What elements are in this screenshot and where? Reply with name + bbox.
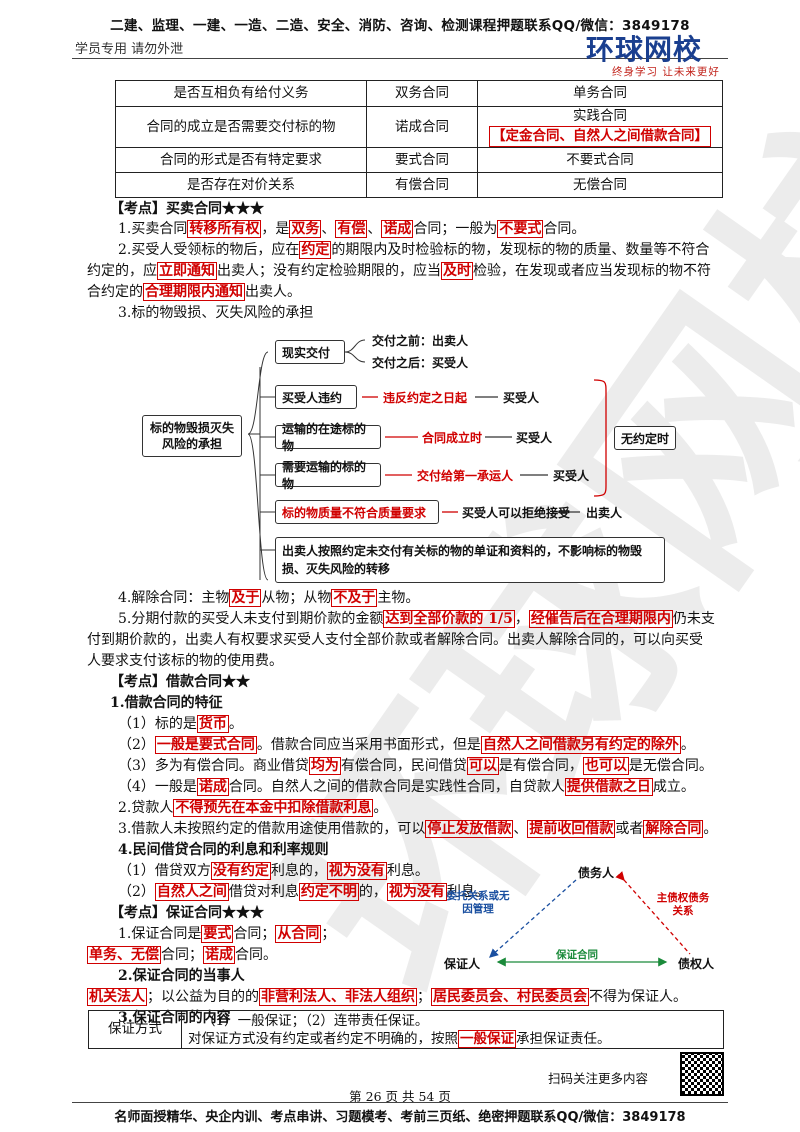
loan-l3: （3）多为有偿合同。商业借贷均为有偿合同，民间借贷可以是有偿合同，也可以是无偿合… (118, 757, 713, 775)
loan-l2: （2）一般是要式合同。借款合同应当采用书面形式，但是自然人之间借款另有约定的除外… (118, 736, 695, 754)
risk-diagram: 标的物毁损灭失风险的承担 现实交付 交付之前：出卖人 交付之后：买受人 买受人违… (140, 322, 676, 587)
table-cell: 是否互相负有给付义务 (115, 80, 367, 107)
sale-p2-line1: 2.买受人受领标的物后，应在约定的期限内及时检验标的物，发现标的物的质量、数量等… (118, 241, 710, 259)
loan-l4: （4）一般是诺成合同。自然人之间的借款合同是实践性合同，自贷款人提供借款之日成立… (118, 778, 695, 796)
header-contact: 二建、监理、一建、一造、二造、安全、消防、咨询、检测课程押题联系QQ/微信：38… (110, 18, 690, 34)
guarantee-g3: 机关法人；以公益为目的的非营利法人、非法人组织；居民委员会、村民委员会不得为保证… (87, 988, 687, 1006)
scan-prompt: 扫码关注更多内容 (548, 1071, 649, 1086)
triangle-arrows (489, 871, 691, 967)
guarantee-sub2: 2.保证合同的当事人 (118, 968, 245, 984)
diagram-breach-date: 违反约定之日起 (383, 391, 468, 405)
qr-code-icon[interactable] (680, 1052, 724, 1096)
sale-p5-line3: 人要求支付该标的物的使用费。 (87, 653, 283, 669)
table-cell: 实践合同 【定金合同、自然人之间借款合同】 (477, 106, 723, 148)
diagram-before: 交付之前：出卖人 (372, 334, 469, 348)
diagram-no-agreement: 无约定时 (614, 426, 676, 450)
diagram-root: 标的物毁损灭失风险的承担 (142, 415, 242, 457)
diagram-needs-transport: 需要运输的标的物 (275, 460, 381, 491)
triangle-right-label: 主债权债务关系 (656, 892, 710, 917)
guarantee-method-table: 保证方式 （1）一般保证；（2）连带责任保证。 对保证方式没有约定或者约定不明确… (88, 1010, 724, 1049)
loan-r2: （2）自然人之间借贷对利息约定不明的，视为没有利息。 (118, 883, 489, 901)
table-cell: 不要式合同 (477, 147, 723, 173)
sale-p2-line3: 合约定的合理期限内通知出卖人。 (87, 283, 301, 301)
diagram-connectors (247, 339, 607, 581)
loan-r1: （1）借贷双方没有约定利息的，视为没有利息。 (118, 862, 429, 880)
diagram-r3-party: 买受人 (553, 469, 590, 483)
loan-l1: （1）标的是货币。 (118, 715, 243, 733)
method-line1: （1）一般保证；（2）连带责任保证。 (202, 1012, 429, 1029)
page-number: 第 26 页 共 54 页 (349, 1089, 451, 1104)
diagram-r2-party: 买受人 (516, 431, 553, 445)
diagram-quality-issue: 标的物质量不符合质量要求 (275, 500, 439, 524)
sale-p5-line1: 5.分期付款的买受人未支付到期价款的金额达到全部价款的 1/5，经催告后在合理期… (118, 610, 715, 628)
logo-slogan: 终身学习 让未来更好 (612, 66, 720, 78)
diagram-first-carrier: 交付给第一承运人 (417, 469, 514, 483)
sale-p1: 1.买卖合同转移所有权，是双务、有偿、诺成合同；一般为不要式合同。 (118, 220, 586, 238)
table-cell: 合同的形式是否有特定要求 (115, 147, 367, 173)
sale-p4: 4.解除合同：主物及于从物；从物不及于主物。 (118, 589, 420, 607)
loan-sub4: 4.民间借贷合同的利息和利率规则 (118, 842, 329, 858)
table-cell: 诺成合同 (366, 106, 478, 148)
brand-logo: 环球网校 终身学习 让未来更好 (582, 28, 732, 78)
diagram-after: 交付之后：买受人 (372, 356, 469, 370)
table-cell: 无偿合同 (477, 172, 723, 198)
table-cell-content: （1）一般保证；（2）连带责任保证。 对保证方式没有约定或者约定不明确的，按照一… (181, 1010, 724, 1049)
triangle-bottom-label: 保证合同 (556, 949, 598, 961)
diagram-contract-formed: 合同成立时 (422, 431, 483, 445)
table-cell: 有偿合同 (366, 172, 478, 198)
header-notice: 学员专用 请勿外泄 (75, 42, 184, 57)
cell-line: 实践合同 (573, 108, 627, 124)
sale-heading: 【考点】买卖合同★★★ (110, 201, 264, 217)
sale-p5-line2: 付到期价款的，出卖人有权要求买受人支付全部价款或者解除合同。出卖人解除合同的，可… (87, 632, 703, 648)
table-cell: 双务合同 (366, 80, 478, 107)
table-cell: 合同的成立是否需要交付标的物 (115, 106, 367, 148)
sale-p3: 3.标的物毁损、灭失风险的承担 (118, 305, 314, 321)
method-line2: 对保证方式没有约定或者约定不明确的，按照一般保证承担保证责任。 (188, 1029, 611, 1048)
triangle-guarantor: 保证人 (444, 957, 481, 971)
loan-heading: 【考点】借款合同★★ (110, 674, 250, 690)
header-rule (72, 58, 728, 59)
diagram-reject: 买受人可以拒绝接受 (462, 506, 571, 520)
guarantee-heading: 【考点】保证合同★★★ (110, 905, 264, 921)
diagram-documents: 出卖人按照约定未交付有关标的物的单证和资料的，不影响标的物毁损、灭失风险的转移 (275, 537, 665, 583)
contract-types-table: 是否互相负有给付义务 双务合同 单务合同 合同的成立是否需要交付标的物 诺成合同… (115, 80, 723, 198)
diagram-actual-delivery: 现实交付 (275, 340, 345, 364)
sale-p2-line2: 约定的，应立即通知出卖人；没有约定检验期限的，应当及时检验，在发现或者应当发现标… (87, 262, 711, 280)
table-cell: 是否存在对价关系 (115, 172, 367, 198)
table-cell: 要式合同 (366, 147, 478, 173)
guarantee-triangle: 债务人 保证人 债权人 委托关系或无因管理 主债权债务关系 保证合同 (438, 862, 723, 971)
diagram-r1-party: 买受人 (503, 391, 540, 405)
triangle-creditor: 债权人 (678, 957, 715, 971)
triangle-left-label: 委托关系或无因管理 (446, 890, 510, 915)
diagram-in-transit: 运输的在途标的物 (275, 422, 381, 453)
diagram-buyer-breach: 买受人违约 (275, 385, 357, 409)
footer-rule (72, 1102, 728, 1103)
table-cell-label: 保证方式 (88, 1010, 182, 1049)
loan-l5: 2.贷款人不得预先在本金中扣除借款利息。 (118, 799, 388, 817)
guarantee-g1: 1.保证合同是要式合同；从合同； (118, 925, 336, 943)
loan-l6: 3.借款人未按照约定的借款用途使用借款的，可以停止发放借款、提前收回借款或者解除… (118, 820, 718, 838)
diagram-r4-party: 出卖人 (586, 506, 623, 520)
guarantee-g2: 单务、无偿合同；诺成合同。 (87, 946, 277, 964)
cell-highlight: 【定金合同、自然人之间借款合同】 (489, 126, 711, 147)
logo-text: 环球网校 (586, 33, 703, 66)
table-cell: 单务合同 (477, 80, 723, 107)
triangle-debtor: 债务人 (578, 866, 615, 880)
loan-sub1: 1.借款合同的特征 (110, 695, 223, 711)
footer-contact: 名师面授精华、央企内训、考点串讲、习题模考、考前三页纸、绝密押题联系QQ/微信：… (114, 1110, 686, 1125)
